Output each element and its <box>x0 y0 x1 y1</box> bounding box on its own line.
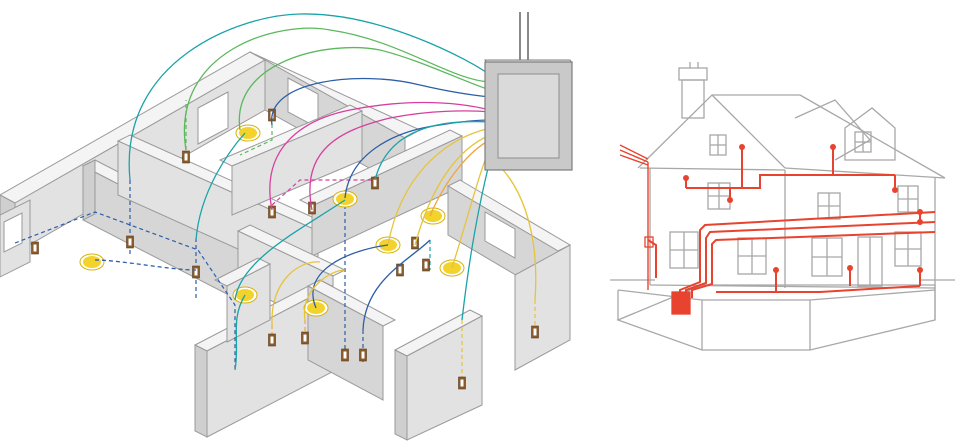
house-window-icon <box>897 185 919 213</box>
junction-dot <box>830 144 836 150</box>
wall-outlet-icon <box>396 263 404 277</box>
house-door <box>857 236 883 287</box>
wall-outlet-icon <box>192 265 200 279</box>
wall-outlets <box>31 108 539 390</box>
house-window-icon <box>669 231 699 269</box>
junction-dot <box>683 175 689 181</box>
house-window-icon <box>817 192 841 220</box>
floor-plan-wiring-diagram <box>0 12 573 441</box>
house-window-icon <box>894 231 922 267</box>
chimney <box>678 62 708 119</box>
wall-outlet-icon <box>531 325 539 339</box>
wall-outlet-icon <box>268 205 276 219</box>
ceiling-light-icon <box>332 190 358 208</box>
house-wiring-diagram <box>610 62 955 351</box>
junction-dot <box>917 219 923 225</box>
house-window-icon <box>737 237 767 275</box>
wall-outlet-icon <box>341 348 349 362</box>
house-window-icon <box>707 182 731 210</box>
house-windows <box>669 131 922 277</box>
wall-outlet-icon <box>458 376 466 390</box>
junction-dot <box>739 144 745 150</box>
house-window-icon <box>811 237 843 277</box>
junction-points <box>683 144 923 273</box>
wall-outlet-icon <box>359 348 367 362</box>
wall-outlet-icon <box>422 258 430 272</box>
house-roof <box>637 94 946 179</box>
circuit-runs <box>647 148 936 298</box>
junction-dot <box>727 197 733 203</box>
house-foundation <box>610 279 955 351</box>
ceiling-light-icon <box>420 207 446 225</box>
wall-outlet-icon <box>371 176 379 190</box>
wall-front-right <box>393 309 484 441</box>
service-drop <box>619 144 649 290</box>
junction-dot <box>917 209 923 215</box>
junction-dot <box>847 265 853 271</box>
house-window-icon <box>854 131 872 153</box>
wall-right-window <box>446 179 572 371</box>
wall-outlet-icon <box>301 331 309 345</box>
electrical-panel <box>484 12 573 171</box>
ceiling-light-icon <box>79 253 105 271</box>
wall-outlet-icon <box>31 241 39 255</box>
junction-dot <box>892 187 898 193</box>
wall-front-middle <box>306 279 397 401</box>
wall-outlet-icon <box>182 150 190 164</box>
junction-dot <box>917 267 923 273</box>
junction-dot <box>773 267 779 273</box>
wall-outlet-icon <box>126 235 134 249</box>
consumer-unit <box>644 236 691 315</box>
wall-outlet-icon <box>268 333 276 347</box>
house-window-icon <box>709 134 727 156</box>
